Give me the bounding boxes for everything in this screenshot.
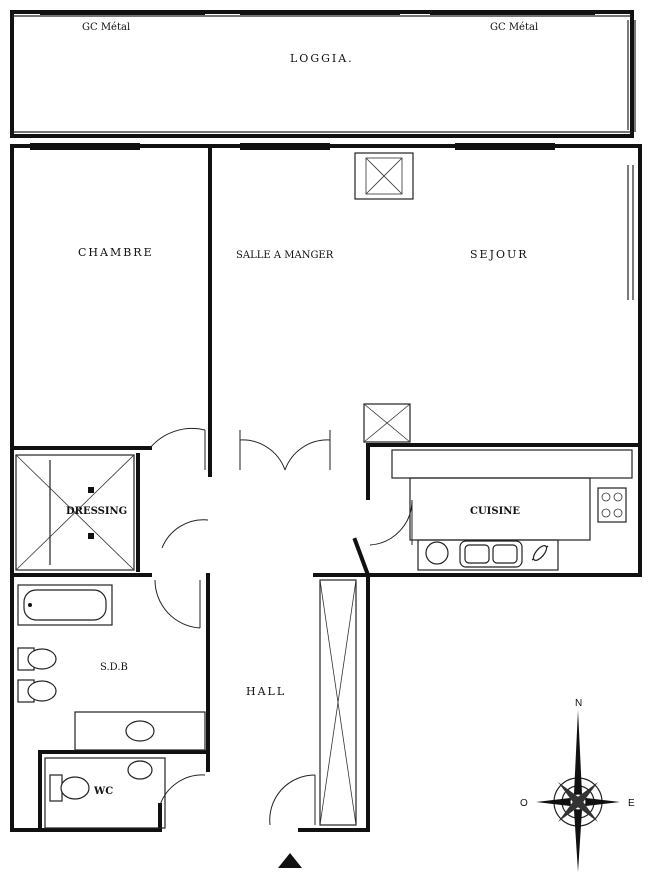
sejour-label: SEJOUR <box>470 248 529 261</box>
salle-a-manger-label: SALLE A MANGER <box>236 250 334 261</box>
hall-label: HALL <box>246 685 286 698</box>
compass-east-label: E <box>628 798 635 809</box>
compass-rose-icon <box>536 710 620 872</box>
gc-label-left: GC Métal <box>82 22 130 33</box>
compass-west-label: O <box>520 798 528 809</box>
wc-label: WC <box>93 786 113 797</box>
doors <box>149 427 413 826</box>
compass-north-label: N <box>575 698 582 709</box>
kitchen-counters <box>391 449 633 571</box>
sdb-label: S.D.B <box>100 662 128 673</box>
loggia-area <box>10 10 636 138</box>
duct-middle <box>363 403 411 443</box>
entrance-arrow-icon <box>278 853 302 868</box>
cuisine-label: CUISINE <box>470 506 520 517</box>
interior-walls <box>10 148 642 832</box>
loggia-label: LOGGIA. <box>290 52 354 65</box>
hall-closet <box>319 579 357 826</box>
dressing-closet <box>15 454 135 571</box>
wc-fixtures <box>44 757 166 829</box>
gc-label-right: GC Métal <box>490 22 538 33</box>
duct-top <box>354 152 414 200</box>
bathroom-fixtures <box>17 584 206 751</box>
chambre-label: CHAMBRE <box>78 246 154 259</box>
dressing-label: DRESSING <box>66 506 127 517</box>
